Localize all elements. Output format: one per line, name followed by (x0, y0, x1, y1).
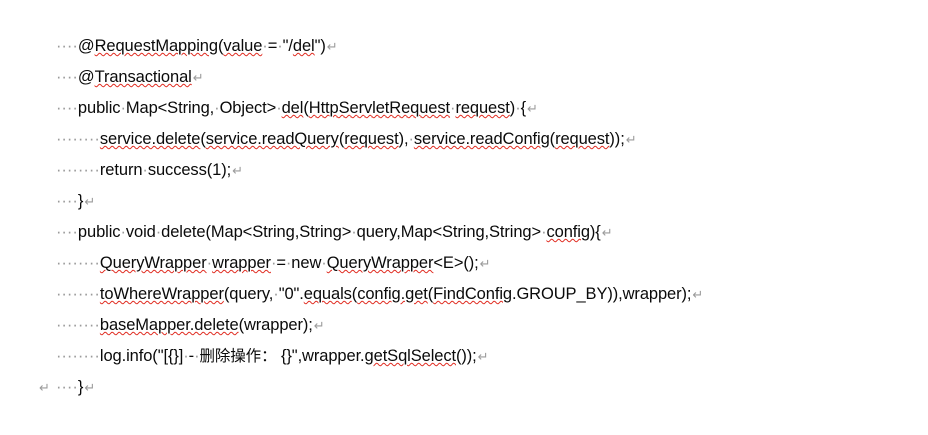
paragraph-mark: ↵ (313, 319, 325, 334)
code-text: public·Map<String,·Object>·del(HttpServl… (77, 99, 527, 117)
paragraph-mark: ↵ (84, 381, 96, 396)
code-line[interactable]: ····}↵ (0, 155, 928, 210)
indent-marks: ···· (55, 37, 78, 55)
indent-marks: ···· (55, 378, 78, 396)
paragraph-mark: ↵ (326, 40, 338, 55)
indent-marks: ···· (55, 68, 78, 86)
paragraph-mark: ↵ (477, 350, 489, 365)
code-text: @Transactional (77, 68, 192, 86)
code-line[interactable]: ········toWhereWrapper(query,·"0".equals… (0, 248, 928, 303)
paragraph-mark: ↵ (232, 164, 243, 179)
empty-paragraph-line[interactable]: ↵ (0, 372, 928, 403)
indent-marks: ···· (55, 192, 78, 210)
indent-marks: ···· (55, 99, 78, 117)
code-line[interactable]: ········log.info("[{}]·-·删除操作： {}",wrapp… (0, 310, 928, 365)
paragraph-mark: ↵ (601, 226, 613, 241)
paragraph-mark: ↵ (192, 71, 204, 86)
code-text: toWhereWrapper(query,·"0".equals(config.… (99, 285, 692, 303)
indent-marks: ········ (55, 347, 100, 365)
code-text: QueryWrapper·wrapper·=·new·QueryWrapper<… (99, 254, 479, 272)
indent-marks: ········ (55, 285, 100, 303)
paragraph-mark: ↵ (84, 195, 96, 210)
code-line[interactable]: ········QueryWrapper·wrapper·=·new·Query… (0, 217, 928, 272)
code-line[interactable]: ········baseMapper.delete(wrapper);↵ (0, 279, 928, 334)
code-line[interactable]: ····public·Map<String,·Object>·del(HttpS… (0, 62, 928, 117)
code-line[interactable]: ····@Transactional↵ (0, 31, 928, 86)
word-document-page[interactable]: ····@RequestMapping(value·=·"/del")↵ ···… (0, 0, 928, 401)
paragraph-mark: ↵ (692, 288, 704, 303)
code-text: public·void·delete(Map<String,String>·qu… (77, 223, 601, 241)
code-line[interactable]: ········service.delete(service.readQuery… (0, 93, 928, 148)
code-line[interactable]: ····}↵ (0, 341, 928, 396)
code-text: } (77, 378, 84, 396)
code-text: return·success(1); (99, 161, 232, 179)
indent-marks: ········ (55, 161, 100, 179)
code-line[interactable]: ········return·success(1);↵ (0, 124, 928, 179)
paragraph-mark: ↵ (479, 257, 491, 272)
indent-marks: ········ (55, 316, 100, 334)
paragraph-mark: ↵ (39, 381, 50, 396)
paragraph-mark: ↵ (527, 102, 538, 117)
code-text: baseMapper.delete(wrapper); (99, 316, 313, 334)
code-line[interactable]: ····public·void·delete(Map<String,String… (0, 186, 928, 241)
indent-marks: ········ (55, 254, 100, 272)
code-line[interactable]: ····@RequestMapping(value·=·"/del")↵ (0, 0, 928, 55)
code-text: } (77, 192, 84, 210)
code-text: @RequestMapping(value·=·"/del") (77, 37, 326, 55)
code-text: service.delete(service.readQuery(request… (99, 130, 625, 148)
indent-marks: ···· (55, 223, 78, 241)
code-text: log.info("[{}]·-·删除操作： {}",wrapper.getSq… (99, 347, 477, 365)
paragraph-mark: ↵ (625, 133, 637, 148)
indent-marks: ········ (55, 130, 100, 148)
